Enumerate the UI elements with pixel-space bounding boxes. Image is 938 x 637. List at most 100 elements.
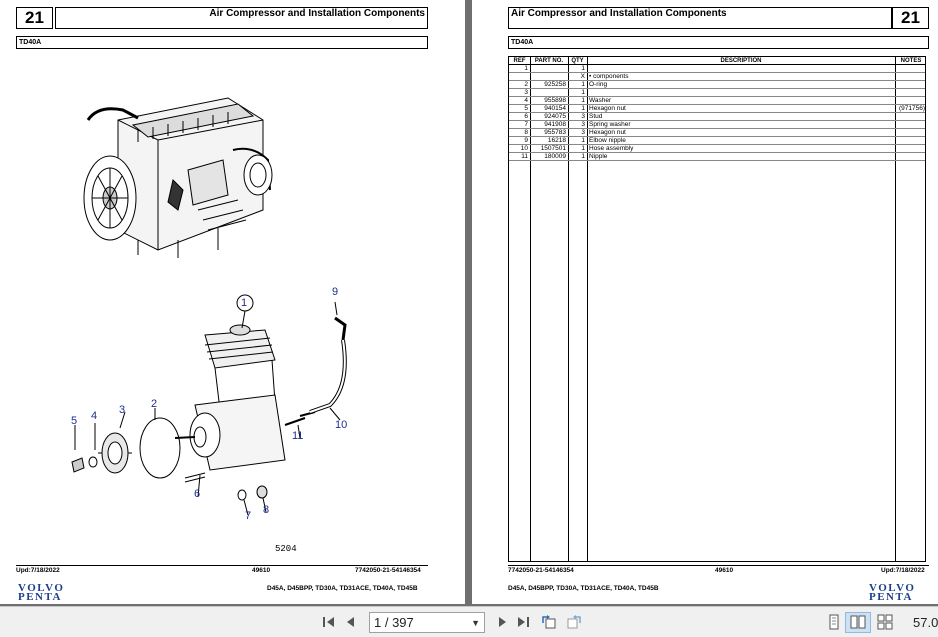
header-part-no: PART NO.: [534, 58, 564, 64]
cell-description: • components: [589, 73, 629, 80]
cell-part-no: [530, 73, 568, 81]
cell-ref: 10: [520, 145, 528, 152]
cell-part-no: 955898: [544, 97, 566, 104]
cell-qty: 1: [581, 145, 585, 152]
callout-5: 5: [71, 415, 78, 427]
cell-notes: [895, 145, 927, 153]
cell-ref: 9: [524, 137, 528, 144]
callout-1: 1: [241, 297, 248, 309]
rotate-icon[interactable]: [541, 614, 557, 630]
footer-date: Upd:7/18/2022: [881, 567, 925, 574]
cell-description: Stud: [589, 113, 603, 120]
table-row: X • components: [509, 73, 925, 81]
chevron-down-icon[interactable]: ▼: [471, 618, 480, 628]
cell-part-no: 180009: [544, 153, 566, 160]
callout-2: 2: [151, 398, 158, 410]
header-ref: REF: [513, 58, 526, 64]
cell-qty: 1: [581, 89, 585, 96]
cell-ref: 1: [524, 65, 528, 72]
first-page-icon[interactable]: [321, 614, 337, 630]
cell-notes: [895, 81, 927, 89]
document-viewer: 21 Air Compressor and Installation Compo…: [0, 0, 938, 606]
cell-description: [587, 89, 895, 97]
cell-ref: 3: [524, 89, 528, 96]
cell-description: Elbow nipple: [589, 137, 626, 144]
cell-notes: [895, 89, 927, 97]
right-page: Air Compressor and Installation Componen…: [472, 0, 938, 604]
cell-description: Nipple: [589, 153, 608, 160]
volvo-penta-logo: VOLVO PENTA: [869, 582, 916, 603]
cell-qty: 1: [581, 137, 585, 144]
footer-models: D45A, D45BPP, TD30A, TD31ACE, TD40A, TD4…: [508, 585, 659, 592]
cell-qty: 3: [581, 129, 585, 136]
cell-ref: 5: [524, 105, 528, 112]
drawing-number: 5204: [275, 544, 297, 554]
cell-qty: 1: [581, 65, 585, 72]
cell-ref: 7: [524, 121, 528, 128]
cell-ref: 2: [524, 81, 528, 88]
page-number-box: 21: [16, 7, 53, 29]
table-row: 11 180009 1 Nipple: [509, 153, 925, 161]
cell-description: Hexagon nut: [589, 129, 626, 136]
cell-qty: 3: [581, 121, 585, 128]
cell-part-no: 940154: [544, 105, 566, 112]
callout-7: 7: [245, 510, 252, 522]
next-page-icon[interactable]: [494, 614, 510, 630]
callout-3: 3: [119, 404, 126, 416]
double-page-icon[interactable]: [850, 614, 866, 630]
cell-description: O-ring: [589, 81, 608, 88]
footer-models: D45A, D45BPP, TD30A, TD31ACE, TD40A, TD4…: [267, 585, 418, 592]
cell-notes: [895, 97, 927, 105]
cell-qty: 1: [581, 97, 585, 104]
cell-description: [587, 65, 895, 73]
cell-description: Washer: [589, 97, 612, 104]
cell-part-no: 925258: [544, 81, 566, 88]
page-number-field[interactable]: 1 / 397 ▼: [369, 612, 485, 633]
cell-notes: [895, 121, 927, 129]
callout-4: 4: [91, 410, 98, 422]
footer-divider: [508, 565, 929, 566]
single-page-icon[interactable]: [826, 614, 842, 630]
last-page-icon[interactable]: [515, 614, 531, 630]
cell-part-no: 16218: [547, 137, 566, 144]
zoom-level[interactable]: 57.0: [913, 615, 938, 630]
cell-part-no: 955783: [544, 129, 566, 136]
cell-qty: 3: [581, 113, 585, 120]
cell-notes: [895, 153, 927, 161]
table-row: 5 940154 1 Hexagon nut (971756): [509, 105, 925, 113]
cell-qty: 1: [581, 105, 585, 112]
viewer-toolbar: 1 / 397 ▼ 57.0: [0, 606, 938, 637]
cell-description: Hexagon nut: [589, 105, 626, 112]
cell-qty: X: [580, 73, 585, 80]
footer-ref: 7742050-21-54146354: [508, 567, 574, 574]
continuous-icon[interactable]: [877, 614, 893, 630]
cell-ref: 11: [521, 153, 528, 160]
cell-part-no: [530, 65, 568, 73]
page-number-box: 21: [892, 7, 929, 29]
header-description: DESCRIPTION: [720, 58, 762, 64]
cell-qty: 1: [581, 153, 585, 160]
cell-notes: (971756): [898, 105, 925, 112]
cell-ref: 6: [524, 113, 528, 120]
callout-6: 6: [194, 488, 201, 500]
cell-description: Hose assembly: [589, 145, 634, 152]
engine-drawing: [83, 97, 273, 258]
cell-notes: [895, 113, 927, 121]
header-qty: QTY: [571, 58, 584, 64]
model-label: TD40A: [16, 36, 428, 49]
cell-notes: [895, 137, 927, 145]
cell-ref: [509, 73, 530, 81]
footer-ref: 7742050-21-54146354: [355, 567, 421, 574]
table-header: REF PART NO. QTY DESCRIPTION NOTES: [509, 57, 925, 65]
cell-description: Spring washer: [589, 121, 631, 128]
header-notes: NOTES: [900, 58, 922, 64]
prev-page-icon[interactable]: [343, 614, 359, 630]
cell-part-no: 1507501: [540, 145, 566, 152]
rotate-back-icon[interactable]: [566, 614, 582, 630]
